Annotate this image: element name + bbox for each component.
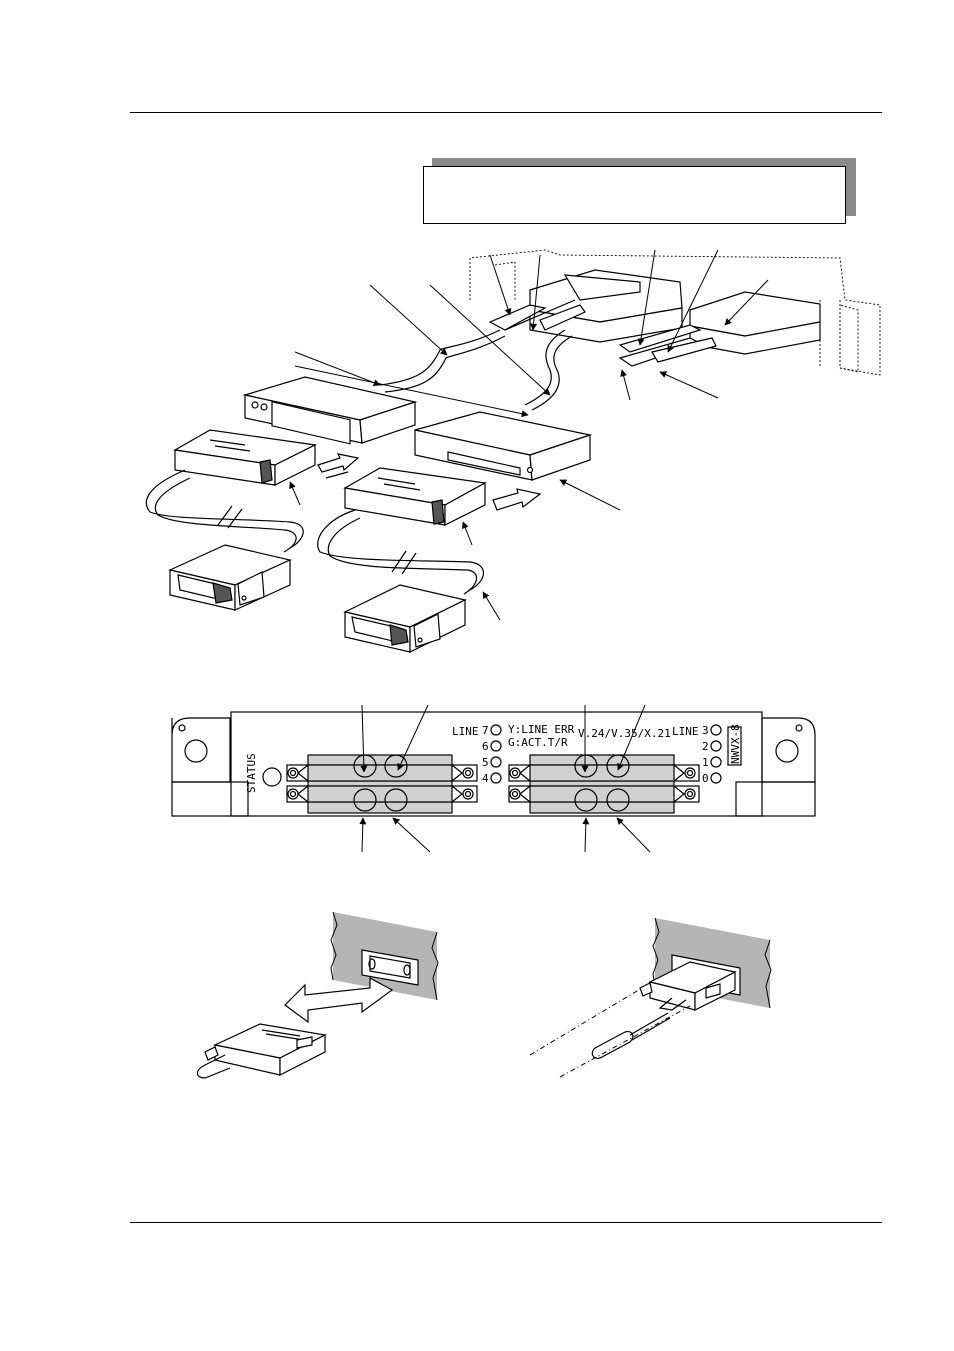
cable-connection-illustration: [145, 249, 881, 653]
panel-connector-left: [286, 754, 478, 814]
screw-left-4: [384, 788, 408, 812]
long-cable-b: [317, 509, 485, 595]
leader-arrows-top: [289, 249, 769, 621]
faceplate: [230, 711, 763, 817]
screw-left-3: [353, 788, 377, 812]
led-number-4: 4: [482, 772, 489, 785]
insertion-step-illustration: [196, 911, 439, 1079]
panel-connector-right: [508, 754, 700, 814]
led-number-0: 0: [702, 772, 709, 785]
leds-line-7-4: [490, 724, 502, 784]
status-led: [262, 767, 282, 787]
led-number-7: 7: [482, 724, 489, 737]
title-box: [423, 166, 846, 224]
cable-plug-a: [173, 429, 317, 486]
db-connector-b: [343, 584, 467, 653]
line-label-right: LINE: [672, 725, 699, 738]
board-cables: [379, 329, 573, 411]
screw-left-2: [384, 754, 408, 778]
led-number-6: 6: [482, 740, 489, 753]
leds-line-3-0: [710, 724, 722, 784]
legend-yellow: Y:LINE ERR: [508, 723, 575, 736]
screw-right-3: [574, 788, 598, 812]
panel-ear-right: [761, 717, 816, 783]
long-cable-a: [145, 469, 304, 553]
footer-rule: [130, 1222, 882, 1223]
led-number-2: 2: [702, 740, 709, 753]
status-label: STATUS: [245, 753, 258, 793]
front-panel-diagram: STATUS LINE LINE Y:LINE ERR G:ACT.T/R V.…: [171, 704, 816, 853]
board-connector-left: [488, 269, 683, 343]
led-number-5: 5: [482, 756, 489, 769]
screw-right-4: [606, 788, 630, 812]
panel-ear-right-hole: [775, 739, 799, 763]
card-edge-left: [171, 781, 249, 817]
converter-box-a: [242, 376, 418, 445]
converter-box-b: [414, 411, 593, 481]
header-rule: [130, 112, 882, 113]
interface-types-label: V.24/V.35/X.21: [578, 727, 671, 740]
db-connector-a: [168, 544, 292, 611]
screw-right-1: [574, 754, 598, 778]
led-number-1: 1: [702, 756, 709, 769]
led-number-3: 3: [702, 724, 709, 737]
board-connector-right: [618, 291, 821, 367]
model-label: NWVX-8: [729, 724, 742, 764]
panel-ear-left: [171, 717, 231, 783]
panel-ear-left-hole: [184, 739, 208, 763]
model-label-box: [727, 726, 742, 766]
screw-right-2: [606, 754, 630, 778]
leader-arrows-panel: [359, 704, 651, 853]
legend-green: G:ACT.T/R: [508, 736, 568, 749]
cable-plug-b: [343, 467, 487, 526]
insertion-arrows: [317, 453, 542, 511]
screw-left-1: [353, 754, 377, 778]
card-edge-right: [735, 781, 816, 817]
line-label-left: LINE: [452, 725, 479, 738]
fastening-step-illustration: [529, 917, 772, 1078]
